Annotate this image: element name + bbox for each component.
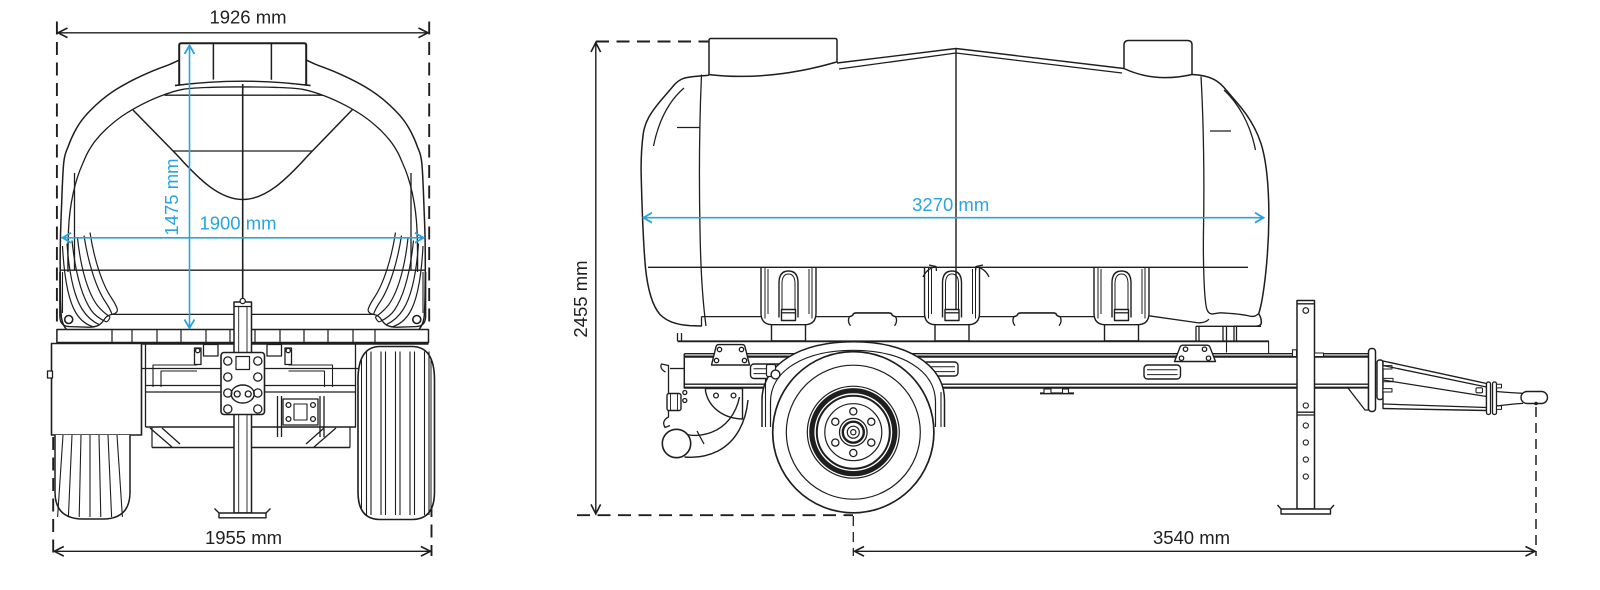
svg-text:3270 mm: 3270 mm [912,194,989,215]
svg-text:1475 mm: 1475 mm [161,158,182,235]
svg-text:2455 mm: 2455 mm [570,260,591,337]
svg-text:1900 mm: 1900 mm [199,213,276,234]
svg-text:1955 mm: 1955 mm [205,527,282,548]
svg-text:3540 mm: 3540 mm [1153,527,1230,548]
svg-text:1926 mm: 1926 mm [209,7,286,28]
